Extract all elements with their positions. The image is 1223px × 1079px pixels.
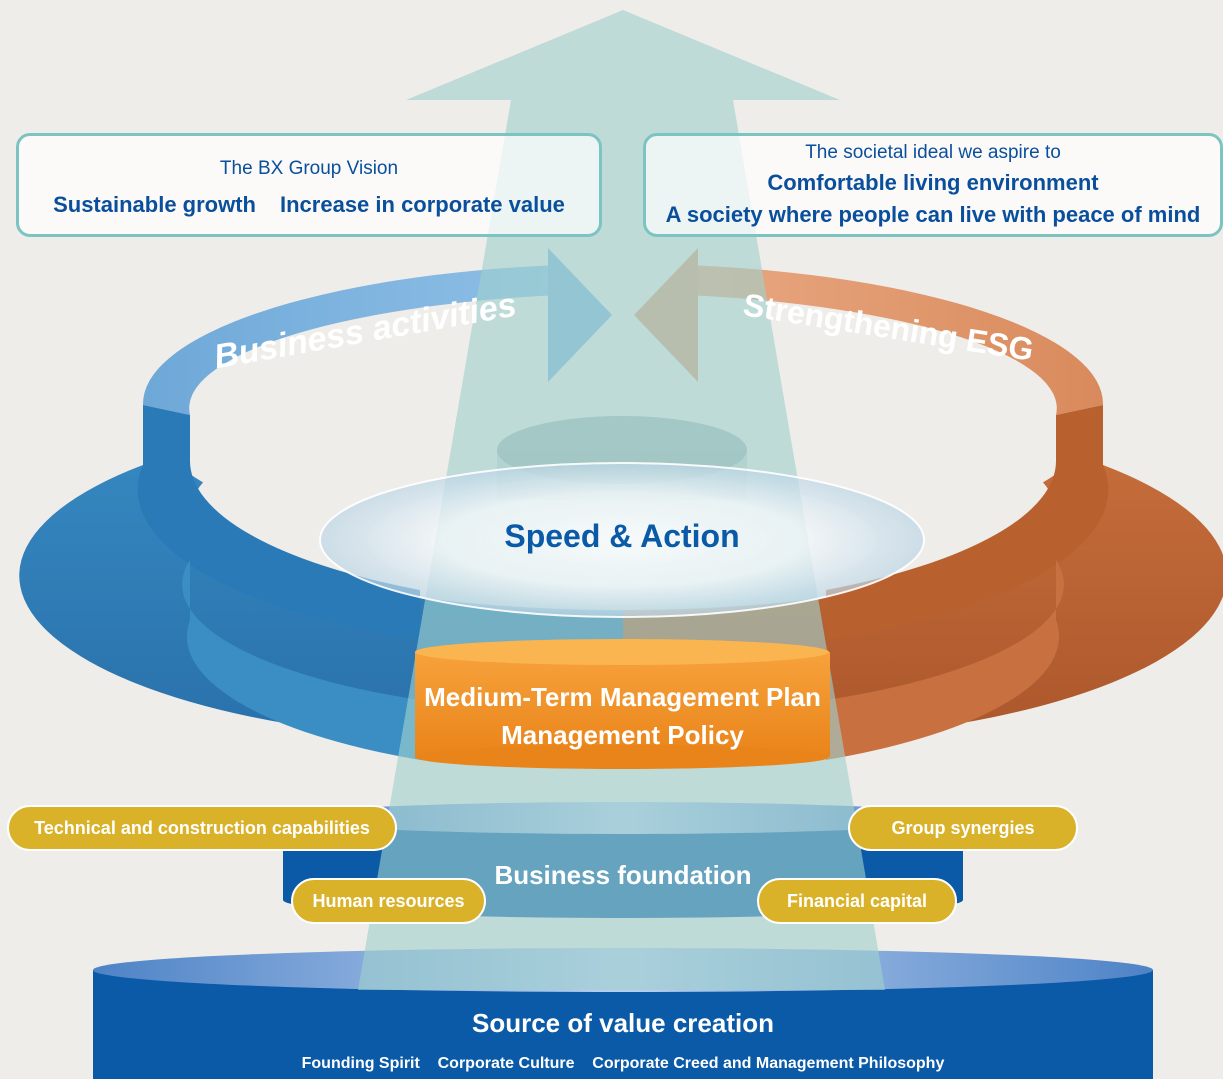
ring-top-left: [142, 265, 560, 415]
source-items: Founding Spirit Corporate Culture Corpor…: [193, 1055, 1053, 1073]
vision-item-growth: Sustainable growth: [53, 192, 256, 217]
societal-title: The societal ideal we aspire to: [805, 142, 1061, 163]
vision-items: Sustainable growth Increase in corporate …: [19, 192, 599, 218]
societal-line-1: Comfortable living environment: [767, 170, 1099, 195]
vision-title: The BX Group Vision: [219, 158, 399, 179]
societal-ideal-box: The societal ideal we aspire to Comforta…: [643, 133, 1223, 237]
vision-item-value: Increase in corporate value: [280, 192, 565, 217]
ring-lower-left: [182, 560, 420, 760]
source-item-creed-philosophy: Corporate Creed and Management Philosoph…: [592, 1055, 945, 1072]
ring-front-right: [826, 405, 1109, 640]
ring-lower-right: [826, 560, 1064, 760]
ring-top-right: [686, 265, 1104, 415]
pill-group-synergies: Group synergies: [848, 805, 1078, 851]
plan-cylinder-body: [415, 652, 830, 757]
societal-line-2: A society where people can live with pea…: [665, 202, 1201, 227]
pill-financial-capital: Financial capital: [757, 878, 957, 924]
source-item-founding-spirit: Founding Spirit: [301, 1055, 420, 1072]
ring-front-left: [137, 405, 420, 640]
vision-box: The BX Group Vision Sustainable growth In…: [16, 133, 602, 237]
plan-cylinder-top: [415, 639, 829, 665]
business-foundation-label: Business foundation: [494, 860, 752, 890]
speed-action-label: Speed & Action: [504, 518, 740, 554]
pill-human-resources: Human resources: [291, 878, 486, 924]
plan-cylinder-bottom: [415, 745, 829, 769]
center-ellipse: [319, 462, 925, 618]
source-title: Source of value creation: [472, 1008, 774, 1038]
source-item-corporate-culture: Corporate Culture: [437, 1055, 575, 1072]
plan-line-2: Management Policy: [501, 720, 744, 750]
plan-line-1: Medium-Term Management Plan: [424, 682, 821, 712]
pill-technical-capabilities: Technical and construction capabilities: [7, 805, 397, 851]
